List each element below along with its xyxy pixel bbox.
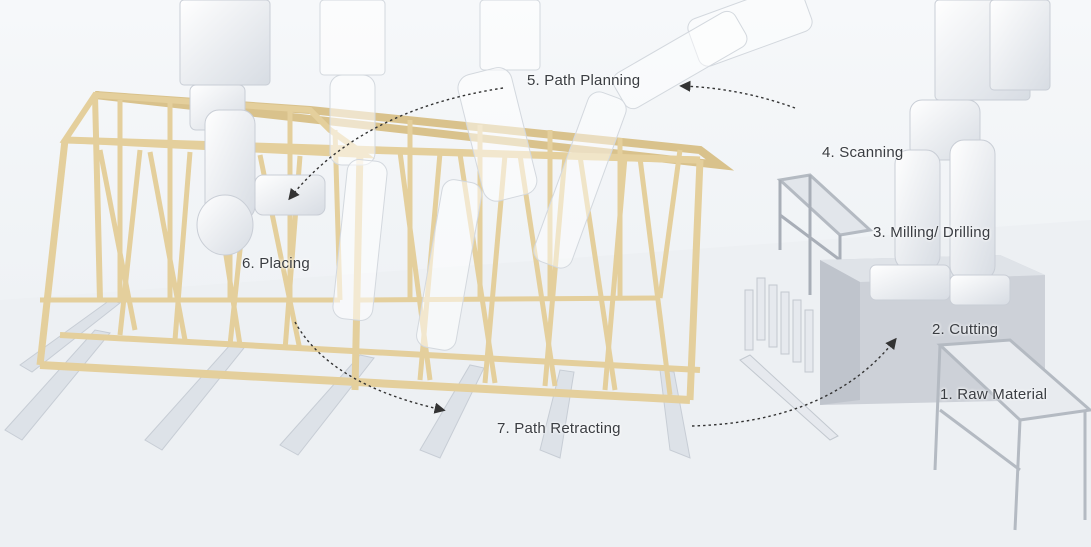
step-raw-material-label: 1. Raw Material (940, 386, 1048, 403)
arrow-scanning-to-planning (679, 80, 796, 109)
robot-arm-ghost-2 (416, 0, 541, 351)
step-cutting-label: 2. Cutting (932, 321, 999, 338)
arrow-retracting-to-cutting (691, 337, 897, 427)
step-path-planning-label: 5. Path Planning (527, 72, 641, 89)
step-scanning-label: 4. Scanning (822, 144, 904, 161)
timber-posts (739, 277, 839, 441)
step-placing-label: 6. Placing (242, 255, 310, 272)
arrow-placing-to-retracting (294, 321, 446, 414)
workbench-table (776, 173, 874, 295)
step-path-retracting-label: 7. Path Retracting (497, 420, 621, 437)
robot-arm-station (869, 0, 1051, 306)
robot-arm-placing (179, 0, 326, 256)
arrow-planning-to-placing (288, 87, 504, 201)
robot-arm-ghost-3 (533, 0, 813, 269)
step-milling-drilling-label: 3. Milling/ Drilling (873, 224, 991, 241)
raw-material-rack (933, 338, 1091, 531)
process-path-arrows (288, 80, 897, 427)
robot-arm-ghost-1 (319, 0, 388, 321)
